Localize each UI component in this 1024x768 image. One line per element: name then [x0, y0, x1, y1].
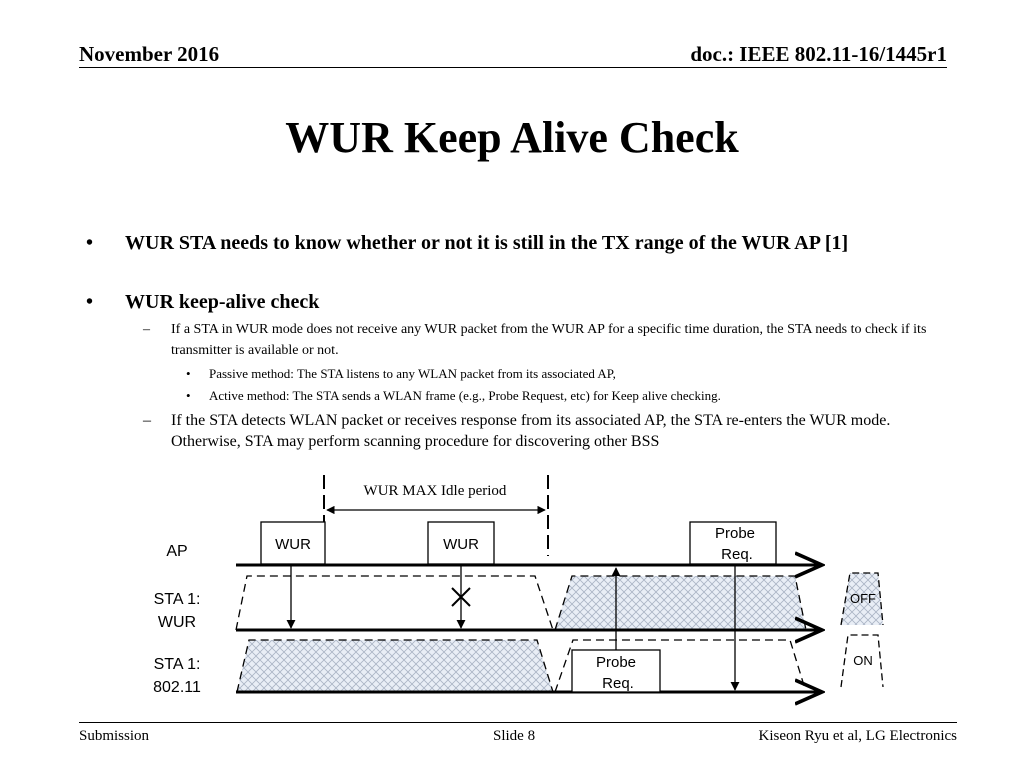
sub-bullet-marker: – [143, 412, 151, 429]
bullet-keep-alive-check: WUR keep-alive check [125, 291, 320, 313]
row-label-sta-wlan: 802.11 [153, 679, 201, 696]
sub-bullet-marker: – [143, 322, 150, 337]
missed-cross-icon [451, 587, 471, 607]
sub-sub-bullet-active-method: Active method: The STA sends a WLAN fram… [209, 388, 721, 403]
legend-on-label: ON [853, 653, 873, 668]
legend-off-swatch [841, 573, 883, 625]
sta-wur-on-region [235, 575, 554, 631]
probe-frame-ap-label: Probe [715, 525, 755, 542]
legend-on-swatch [840, 634, 884, 688]
probe-frame-sta [571, 649, 661, 693]
row-label-sta-wur: STA 1: [154, 591, 201, 608]
header-doc-id: doc.: IEEE 802.11-16/1445r1 [690, 42, 947, 66]
sub-sub-bullet-marker: • [186, 388, 191, 403]
probe-frame-sta-label: Req. [602, 675, 634, 692]
bullet-marker: • [86, 291, 94, 313]
row-label-ap: AP [166, 543, 187, 560]
sub-bullet-re-enter-wur: If the STA detects WLAN packet or receiv… [171, 412, 891, 450]
legend-off-label: OFF [850, 591, 876, 606]
sta-wur-off-region [555, 576, 806, 630]
probe-frame-ap-label: Req. [721, 546, 753, 563]
wur-frame-1-label: WUR [275, 536, 311, 553]
wur-frame-2 [427, 521, 495, 565]
footer-divider [79, 722, 957, 723]
sub-sub-bullet-marker: • [186, 366, 191, 381]
footer-submission: Submission [79, 728, 150, 744]
row-label-sta-wur: WUR [158, 614, 196, 631]
probe-frame-ap [689, 521, 777, 565]
header-divider [79, 67, 947, 68]
sta-wlan-on-region [554, 639, 807, 693]
sta-wlan-off-region [237, 640, 553, 692]
bullet-marker: • [86, 232, 94, 254]
footer-slide-number: Slide 8 [493, 728, 536, 744]
wur-frame-2-label: WUR [443, 536, 479, 553]
sub-sub-bullet-passive-method: Passive method: The STA listens to any W… [209, 366, 616, 381]
footer-author: Kiseon Ryu et al, LG Electronics [758, 728, 957, 744]
header-date: November 2016 [79, 42, 220, 66]
slide-title: WUR Keep Alive Check [285, 113, 739, 162]
sub-bullet-no-wur-packet: If a STA in WUR mode does not receive an… [171, 322, 927, 358]
probe-frame-sta-label: Probe [596, 654, 636, 671]
wur-frame-1 [260, 521, 326, 565]
bullet-wur-sta-range: WUR STA needs to know whether or not it … [125, 232, 849, 254]
period-label: WUR MAX Idle period [364, 483, 507, 499]
wur-timing-diagram: WUR MAX Idle period WUR WUR Probe Req. P… [153, 475, 884, 710]
row-label-sta-wlan: STA 1: [154, 656, 201, 673]
